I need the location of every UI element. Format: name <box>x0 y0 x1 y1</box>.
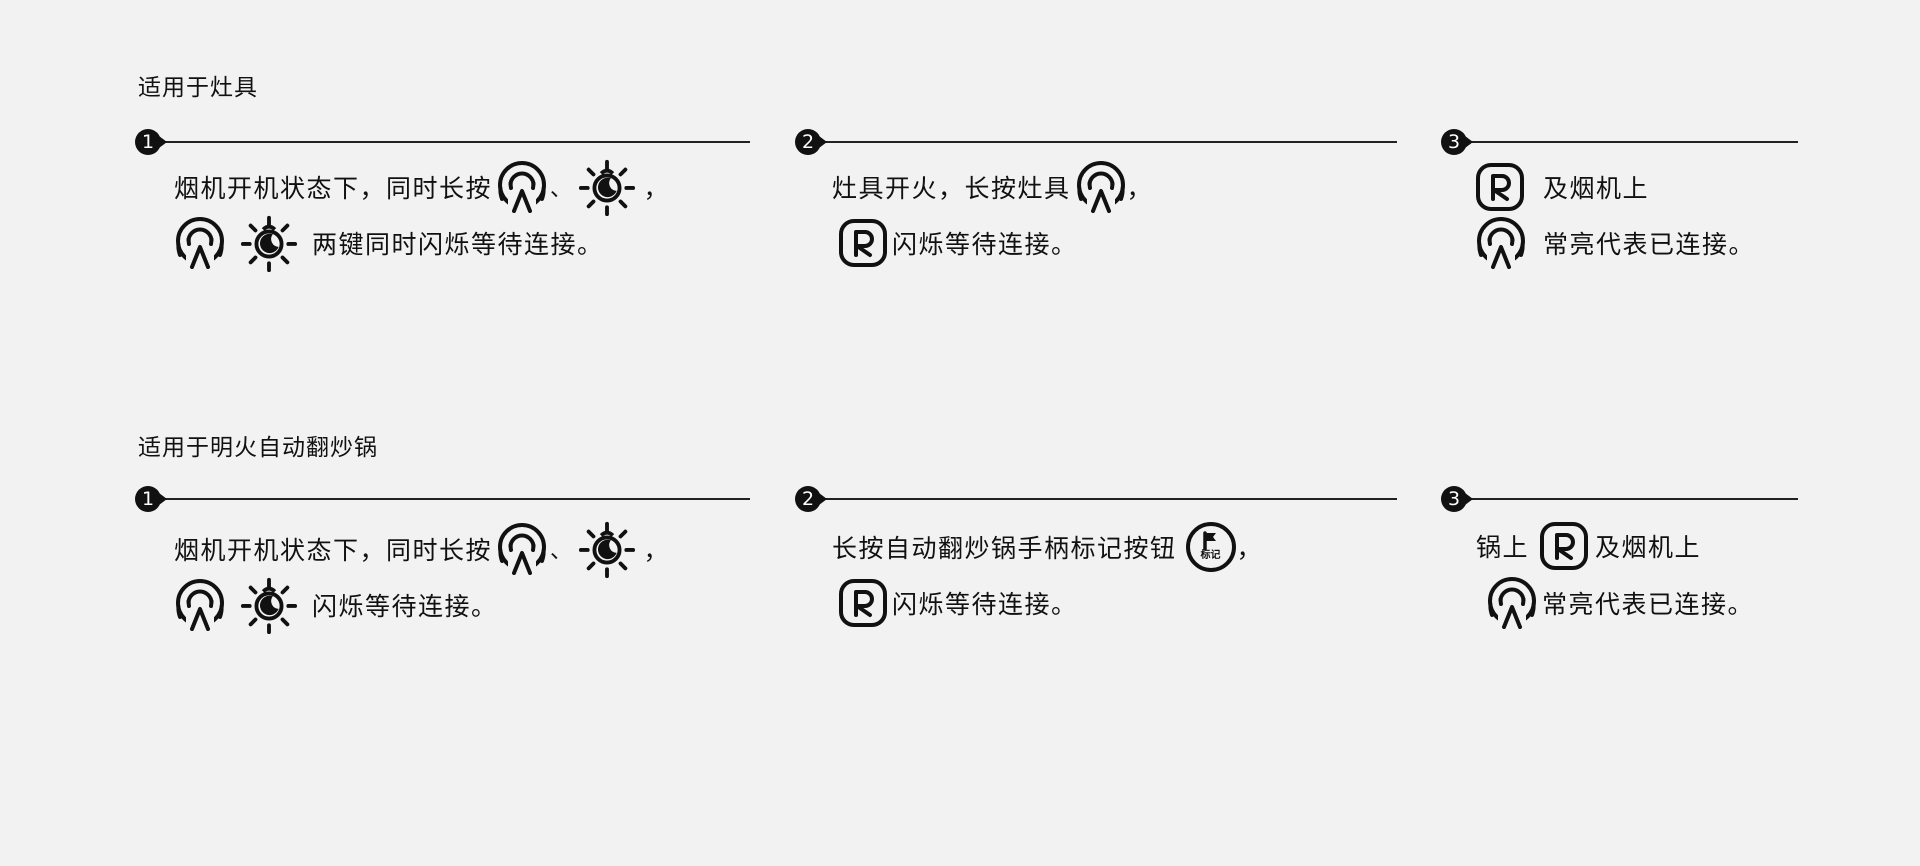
step-text-line: 锅上 及烟机上 <box>1476 520 1701 572</box>
wifi-signal-icon <box>1075 161 1127 213</box>
step-badge: 3 <box>1441 484 1471 514</box>
step-divider <box>150 141 750 143</box>
step-text-line: 长按自动翻炒锅手柄标记按钮 标记 ， <box>832 521 1263 573</box>
r-connect-icon <box>838 218 888 268</box>
step-text-line: 闪烁等待连接。 <box>174 579 498 631</box>
step-text-line: 闪烁等待连接。 <box>838 217 1078 269</box>
step-text-line: 及烟机上 <box>1475 161 1649 213</box>
step-divider <box>1456 141 1798 143</box>
step-divider <box>810 141 1397 143</box>
step-divider <box>810 498 1397 500</box>
step-text-line: 闪烁等待连接。 <box>838 577 1078 629</box>
step-divider <box>1456 498 1798 500</box>
step-text-line: 常亮代表已连接。 <box>1475 217 1755 269</box>
step-badge: 2 <box>795 127 825 157</box>
wifi-signal-icon <box>174 217 226 269</box>
step-text-line: 两键同时闪烁等待连接。 <box>174 217 604 269</box>
step-divider <box>150 498 750 500</box>
wifi-signal-icon <box>1475 217 1527 269</box>
step-badge: 2 <box>795 484 825 514</box>
step-text-line: 烟机开机状态下，同时长按 、 ， <box>174 161 670 213</box>
wifi-signal-icon <box>174 579 226 631</box>
light-sun-moon-icon <box>240 214 298 272</box>
step-badge: 1 <box>135 127 165 157</box>
light-sun-moon-icon <box>578 158 636 216</box>
r-connect-icon <box>1539 521 1589 571</box>
wifi-signal-icon <box>496 161 548 213</box>
step-badge: 1 <box>135 484 165 514</box>
step-text-line: 烟机开机状态下，同时长按 、 ， <box>174 523 670 575</box>
wifi-signal-icon <box>1486 577 1538 629</box>
mark-icon-label: 标记 <box>1200 550 1221 561</box>
light-sun-moon-icon <box>578 520 636 578</box>
r-connect-icon <box>1475 162 1525 212</box>
mark-flag-button-icon: 标记 <box>1185 521 1237 573</box>
wifi-signal-icon <box>496 523 548 575</box>
r-connect-icon <box>838 578 888 628</box>
light-sun-moon-icon <box>240 576 298 634</box>
step-text-line: 灶具开火，长按灶具 ， <box>832 161 1153 213</box>
section-title-auto-wok: 适用于明火自动翻炒锅 <box>138 435 378 461</box>
section-title-stove: 适用于灶具 <box>138 75 258 101</box>
step-badge: 3 <box>1441 127 1471 157</box>
step-text-line: 常亮代表已连接。 <box>1486 577 1754 629</box>
